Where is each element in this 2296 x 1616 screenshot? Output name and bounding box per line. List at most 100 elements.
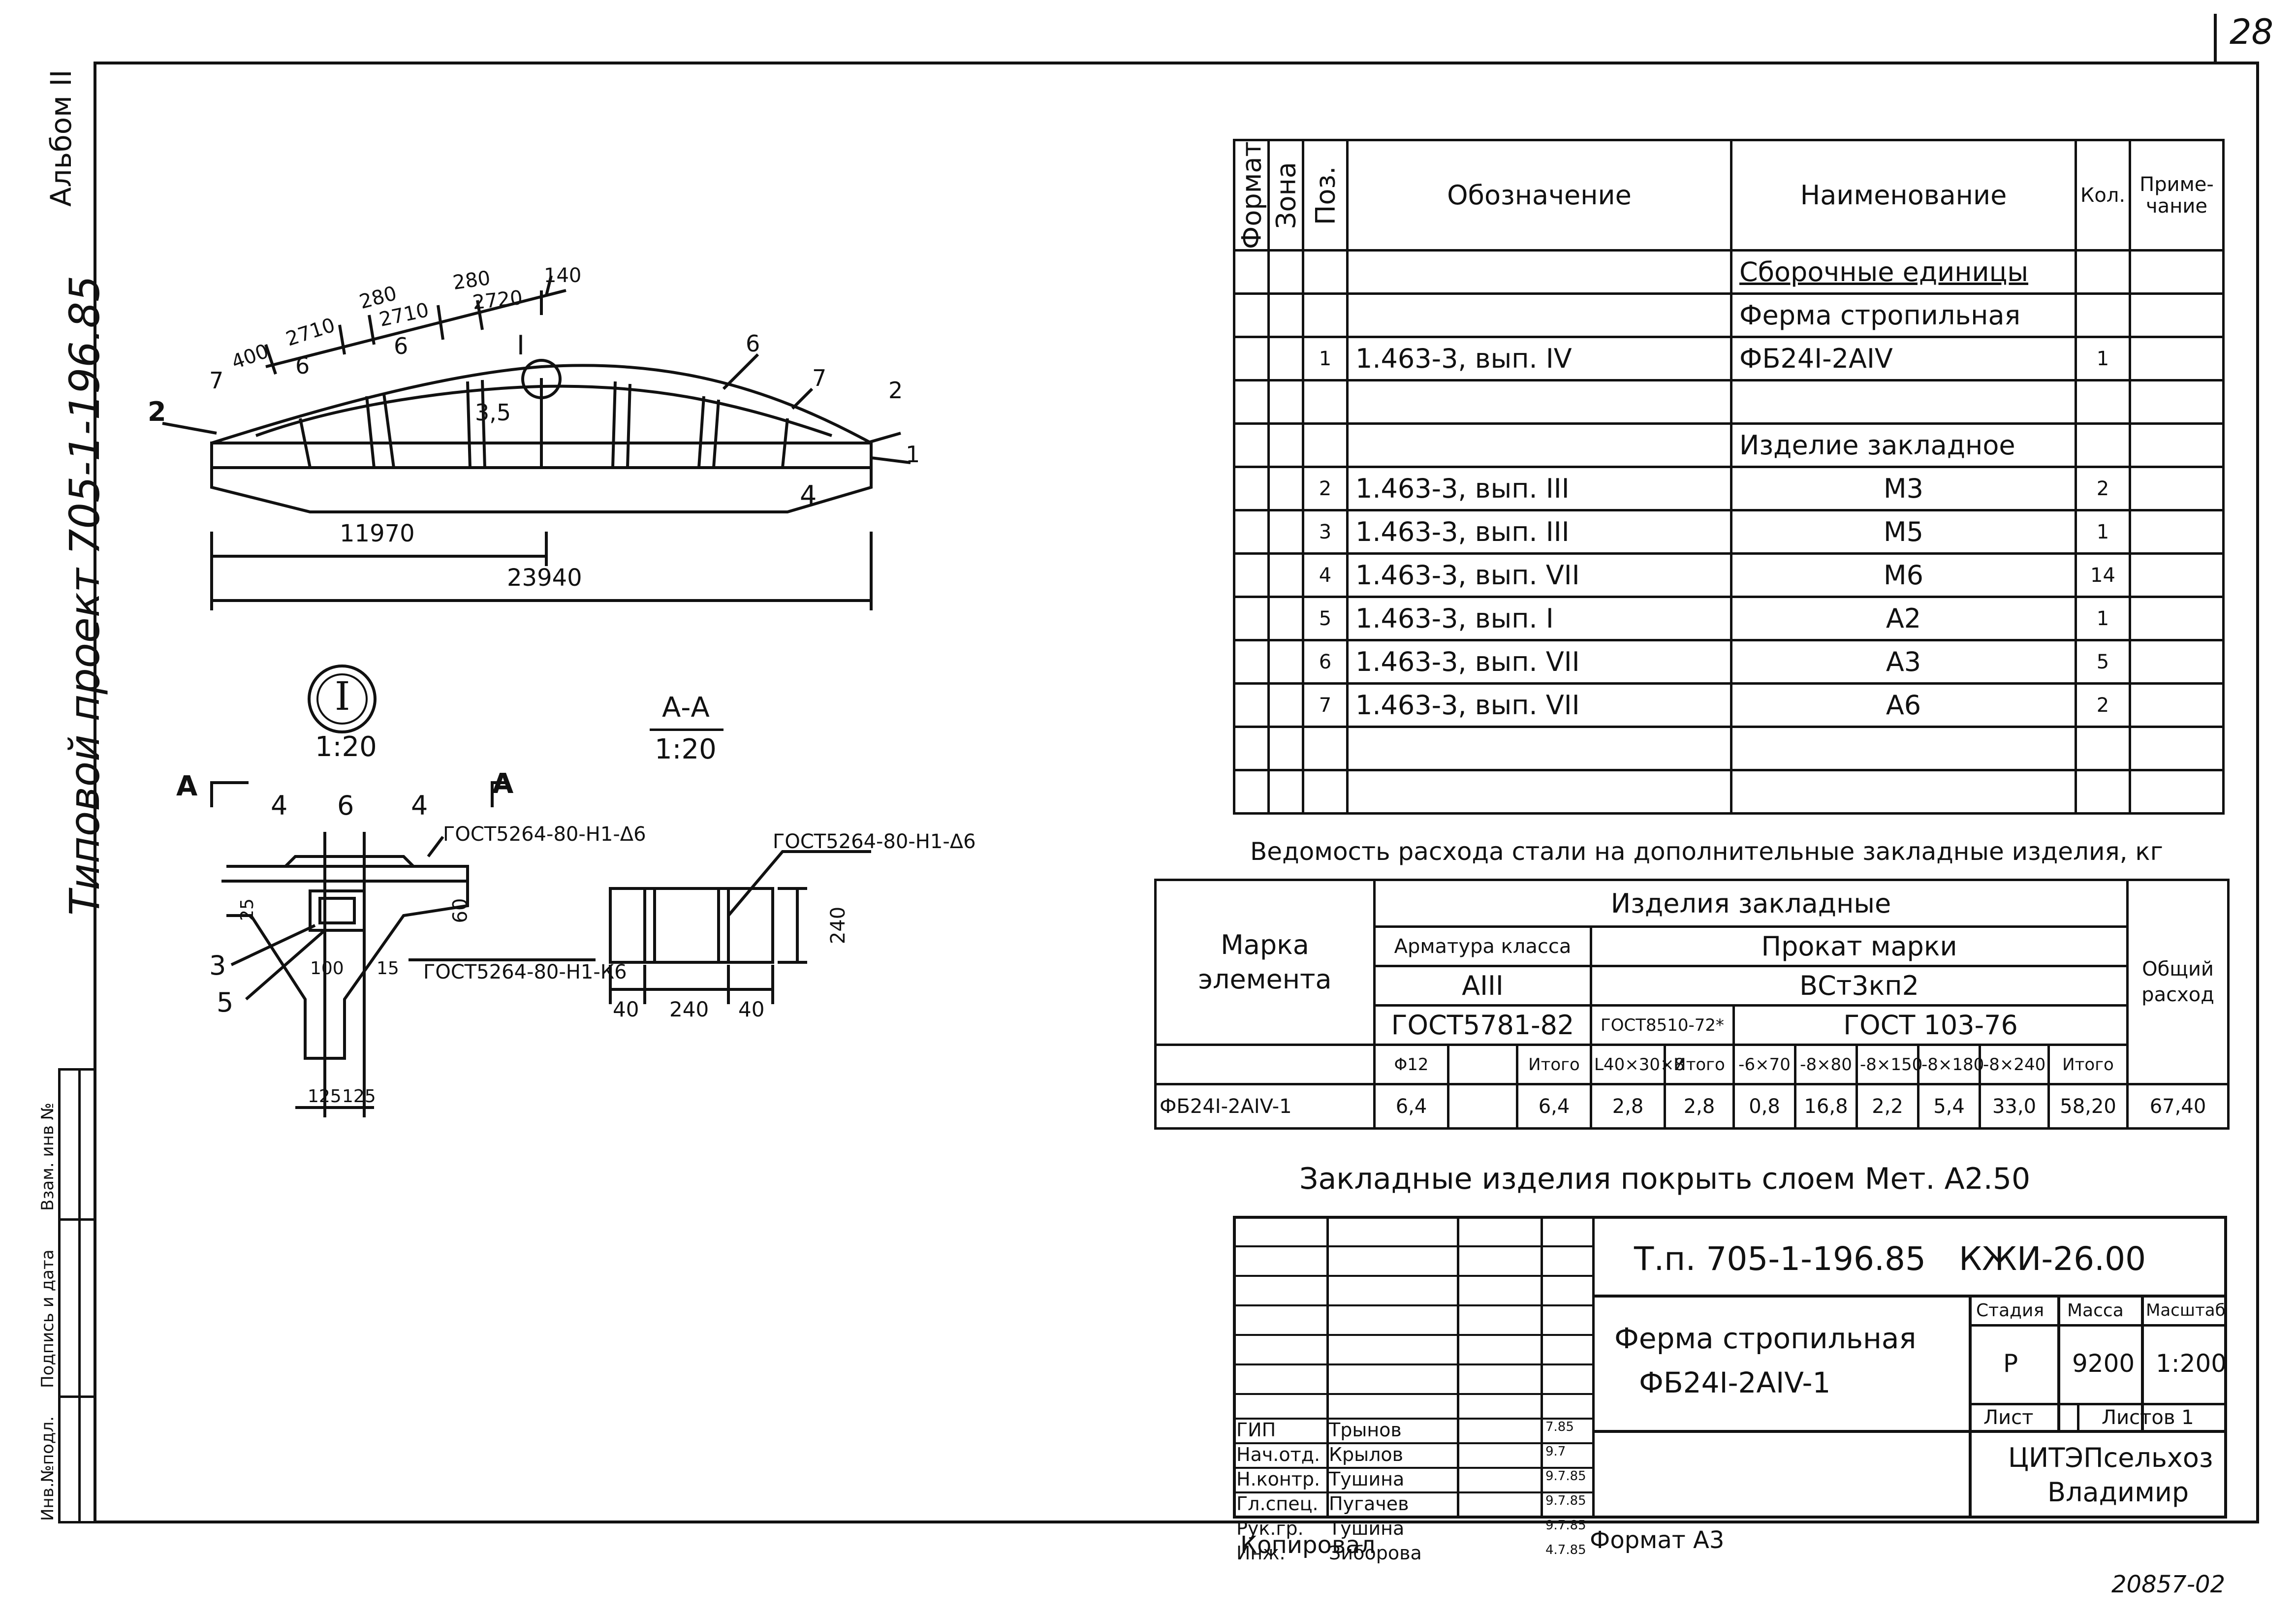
spec-name: М6 <box>1730 552 2077 599</box>
stamp-person-date: 9.7.85 <box>1545 1518 1586 1533</box>
steel-value: 2,2 <box>1856 1083 1919 1130</box>
mark-7b: 7 <box>812 365 827 391</box>
mark-4: 4 <box>800 480 817 511</box>
spec-note <box>2129 249 2225 295</box>
section-mark-left: A <box>176 770 198 802</box>
spec-zone <box>1267 552 1304 599</box>
spec-qty <box>2075 422 2131 469</box>
mark-35: 3,5 <box>475 399 511 426</box>
steel-subhead: Итого <box>1516 1044 1592 1085</box>
spec-qty: 1 <box>2075 509 2131 555</box>
section-AA-dim-40b: 40 <box>738 997 765 1021</box>
stamp-org-2: Владимир <box>2047 1477 2189 1508</box>
spec-format <box>1233 379 1270 425</box>
header-pos: Поз. <box>1303 140 1348 251</box>
stamp-scale-header: Масштаб <box>2146 1300 2226 1320</box>
stamp-title-2: ФБ24I-2АIV-1 <box>1639 1366 1831 1399</box>
stamp-person-role: ГИП <box>1236 1419 1276 1441</box>
spec-name: Ферма стропильная <box>1730 292 2077 339</box>
stamp-person-role: Нач.отд. <box>1236 1444 1321 1465</box>
steel-subhead-blank <box>1154 1044 1376 1085</box>
span-140: 140 <box>544 264 582 287</box>
steel-subhead: -8×240 <box>1979 1044 2050 1085</box>
spec-name <box>1730 726 2077 772</box>
steel-table: Марка элемента Изделия закладные Общий р… <box>1154 879 2230 1130</box>
spec-row: Ферма стропильная <box>1233 292 2225 339</box>
steel-total-value: 67,40 <box>2126 1083 2230 1130</box>
steel-table-title: Ведомость расхода стали на дополнительны… <box>1250 837 2163 866</box>
stamp-stage: Р <box>2003 1349 2018 1378</box>
stamp-person-role: Н.контр. <box>1236 1468 1321 1490</box>
section-AA-dim-240v: 240 <box>827 906 850 945</box>
spec-row <box>1233 769 2225 815</box>
spec-designation: 1.463-3, вып. III <box>1346 509 1732 555</box>
spec-pos: 7 <box>1302 682 1349 729</box>
spec-format <box>1233 552 1270 599</box>
spec-designation: 1.463-3, вып. IV <box>1346 336 1732 382</box>
spec-format <box>1233 596 1270 642</box>
steel-subhead <box>1447 1044 1518 1085</box>
spec-name: М5 <box>1730 509 2077 555</box>
header-note: Приме-чание <box>2129 138 2225 252</box>
detail-mark-4a: 4 <box>271 790 288 821</box>
title-block <box>1233 1216 2227 1519</box>
spec-qty: 1 <box>2075 336 2131 382</box>
steel-subhead: Итого <box>2047 1044 2129 1085</box>
spec-zone <box>1267 509 1304 555</box>
signature-grid <box>1233 1216 1595 1519</box>
section-AA-underline <box>650 729 723 731</box>
spec-zone <box>1267 639 1304 685</box>
stamp-person-role: Инж. <box>1236 1542 1286 1564</box>
spec-name: Изделие закладное <box>1730 422 2077 469</box>
spec-format <box>1233 726 1270 772</box>
spec-name: ФБ24I-2АIV <box>1730 336 2077 382</box>
spec-zone <box>1267 379 1304 425</box>
steel-rolled-grade: ВСт3кп2 <box>1589 965 2129 1007</box>
spec-format <box>1233 682 1270 729</box>
steel-value: 6,4 <box>1373 1083 1449 1130</box>
spec-designation: 1.463-3, вып. VII <box>1346 639 1732 685</box>
spec-name: А3 <box>1730 639 2077 685</box>
detail-I-scale: 1:20 <box>315 731 377 763</box>
section-AA-dim-240: 240 <box>669 997 709 1021</box>
spec-qty: 1 <box>2075 596 2131 642</box>
steel-value: 33,0 <box>1979 1083 2050 1130</box>
steel-armature-gost: ГОСТ5781-82 <box>1373 1004 1592 1046</box>
stamp-sheets: Листов 1 <box>2102 1406 2194 1429</box>
steel-row-mark: ФБ24I-2АIV-1 <box>1154 1083 1376 1130</box>
header-qty: Кол. <box>2075 138 2131 252</box>
detail-dim-15: 15 <box>377 958 399 979</box>
steel-subhead: Φ12 <box>1373 1044 1449 1085</box>
steel-subhead: L40×30×8 <box>1590 1044 1685 1085</box>
mark-2b: 2 <box>888 377 903 404</box>
steel-value: 6,4 <box>1516 1083 1592 1130</box>
spec-designation: 1.463-3, вып. VII <box>1346 682 1732 729</box>
dim-23940: 23940 <box>507 564 582 592</box>
mark-1: 1 <box>906 441 920 468</box>
stamp-person-date: 9.7.85 <box>1545 1469 1586 1484</box>
steel-armature-class: АIII <box>1373 965 1592 1007</box>
stamp-person-date: 4.7.85 <box>1545 1543 1586 1557</box>
stamp-person-name: Тушина <box>1329 1468 1405 1490</box>
mark-6a: 6 <box>295 352 310 379</box>
sheet-number-box <box>2214 14 2217 63</box>
dim-11970: 11970 <box>340 520 415 547</box>
stamp-person-date: 9.7.85 <box>1545 1493 1586 1508</box>
footer-copied: Копировал <box>1240 1531 1376 1559</box>
header-designation: Обозначение <box>1346 138 1732 252</box>
section-AA-scale: 1:20 <box>655 733 717 765</box>
stamp-person-name: Пугачев <box>1329 1493 1409 1515</box>
detail-dim-125b: 125 <box>342 1086 376 1107</box>
spec-pos: 2 <box>1302 466 1349 512</box>
spec-pos: 5 <box>1302 596 1349 642</box>
stamp-scale: 1:200 <box>2156 1349 2227 1378</box>
stamp-person-date: 9.7 <box>1545 1444 1566 1459</box>
spec-designation <box>1346 379 1732 425</box>
spec-qty <box>2075 726 2131 772</box>
spec-zone <box>1267 422 1304 469</box>
header-format: Формат <box>1234 140 1269 251</box>
